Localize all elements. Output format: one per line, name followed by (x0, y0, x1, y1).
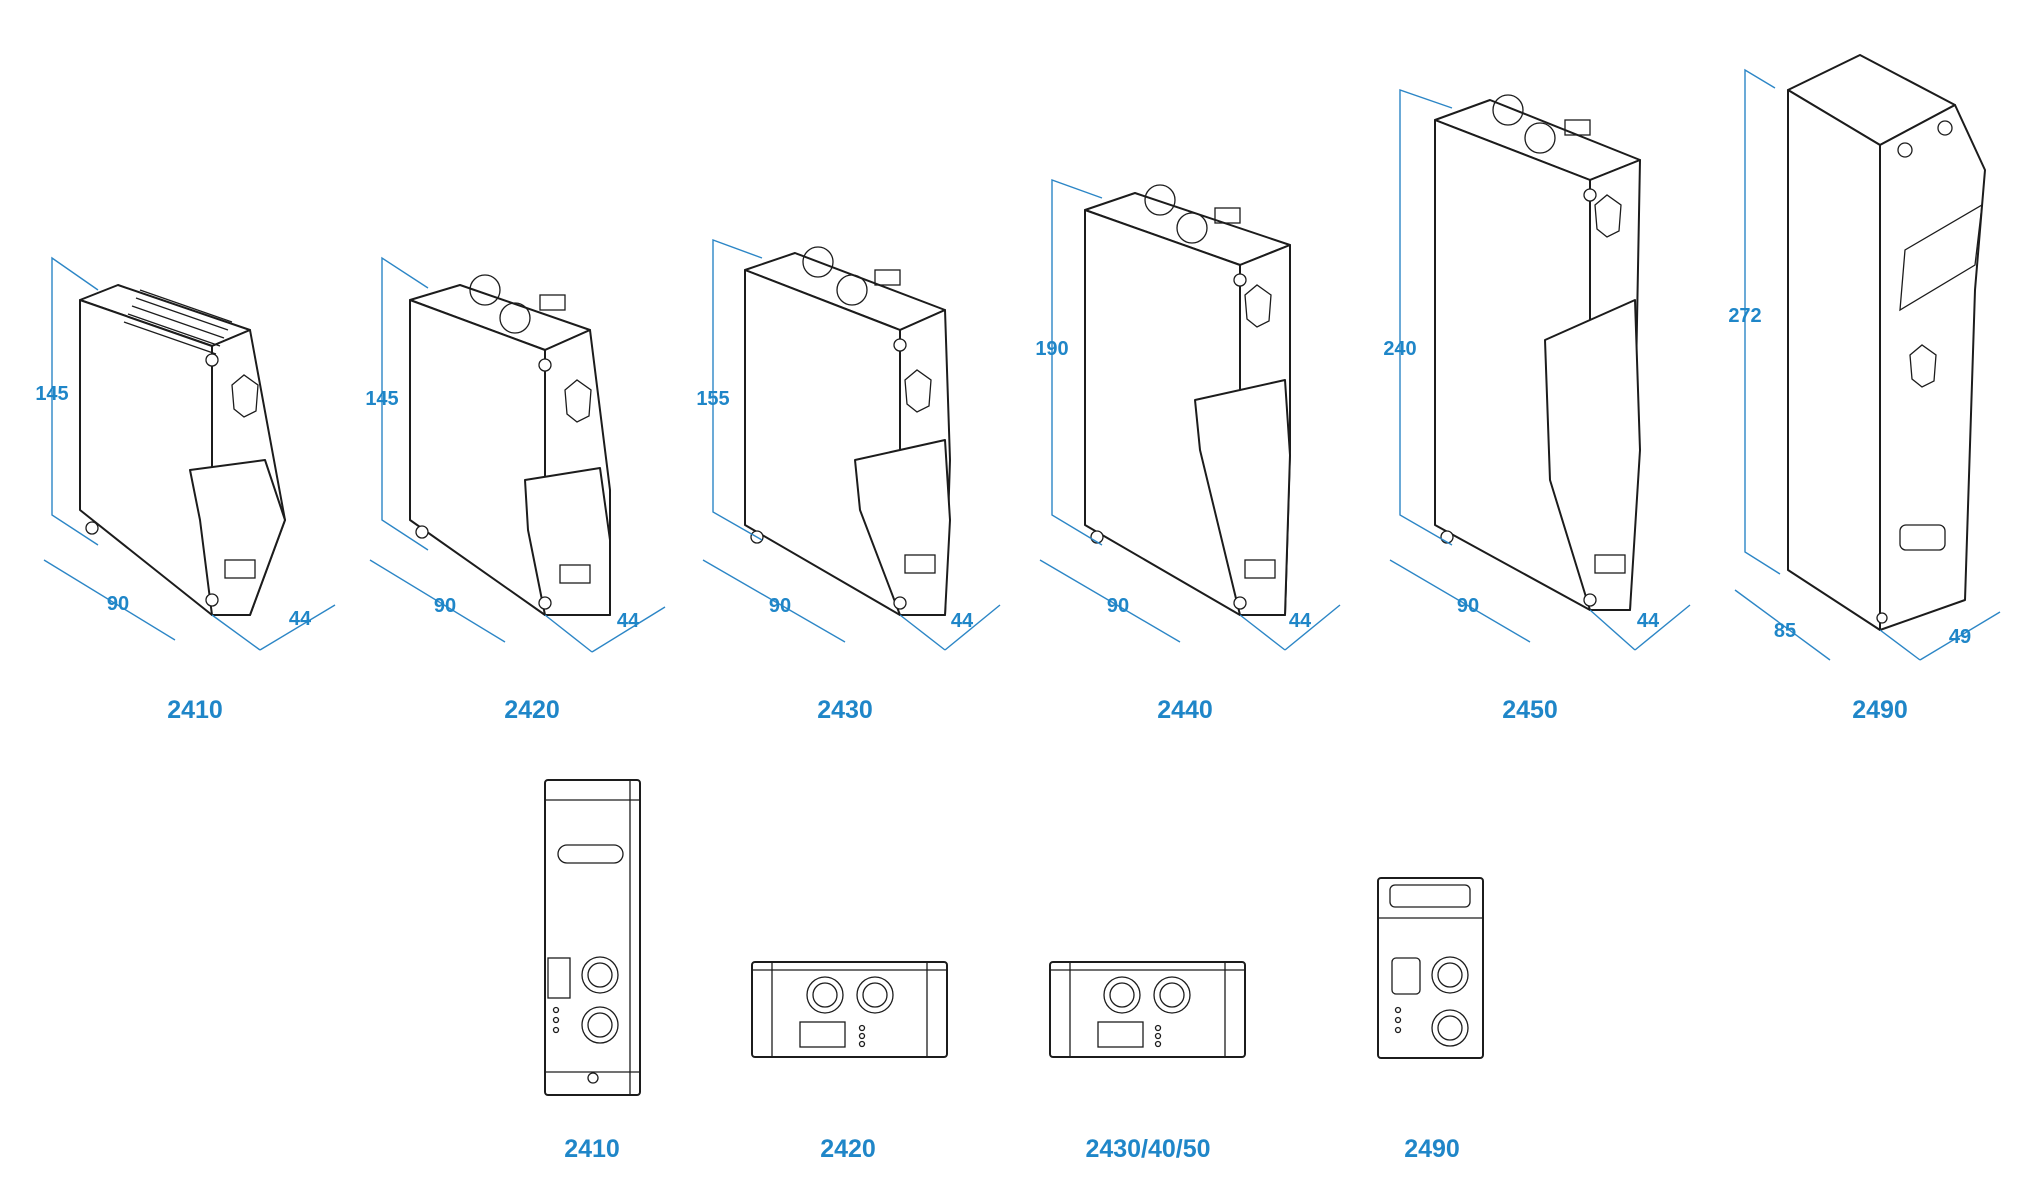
depth-dimension-2430: 44 (951, 610, 974, 632)
led-icon (552, 1006, 560, 1034)
depth-dimension-2440: 44 (1289, 610, 1312, 632)
connector-icon (1492, 94, 1591, 154)
model-label-2490: 2490 (1852, 696, 1908, 724)
top-view-2420: 2420 (751, 961, 948, 1163)
depth-dimension-2420: 44 (617, 610, 640, 632)
height-dimension-2490: 272 (1728, 305, 1761, 327)
height-dimension-2450: 240 (1383, 338, 1416, 360)
top-view-2430-40-50: 2430/40/50 (1049, 961, 1246, 1163)
connector-icon (802, 246, 901, 306)
top-view-label-2420: 2420 (820, 1135, 876, 1163)
width-dimension-2410: 90 (107, 593, 129, 615)
width-dimension-2430: 90 (769, 595, 791, 617)
product-2450: 240 90 44 2450 (1383, 89, 1691, 724)
product-2440: 190 90 44 2440 (1035, 179, 1341, 724)
led-icon (858, 1024, 866, 1048)
height-dimension-2420: 145 (365, 388, 398, 410)
product-2490: 272 85 49 2490 (1728, 54, 2001, 724)
product-2420: 145 90 44 2420 (365, 256, 666, 724)
top-view-2490: 2490 (1377, 877, 1484, 1163)
connector-icon (1144, 184, 1241, 244)
logo-icon (231, 374, 259, 418)
width-dimension-2450: 90 (1457, 595, 1479, 617)
top-view-label-2430-40-50: 2430/40/50 (1085, 1135, 1210, 1163)
connector-icon (469, 274, 566, 334)
logo-icon (564, 379, 592, 423)
model-label-2410: 2410 (167, 696, 223, 724)
led-icon (1394, 1006, 1402, 1034)
height-dimension-2440: 190 (1035, 338, 1068, 360)
logo-icon (1909, 344, 1937, 388)
model-label-2420: 2420 (504, 696, 560, 724)
model-label-2430: 2430 (817, 696, 873, 724)
model-label-2440: 2440 (1157, 696, 1213, 724)
connector-icon (1103, 976, 1191, 1014)
logo-icon (904, 369, 932, 413)
logo-icon (1244, 284, 1272, 328)
connector-icon (1431, 956, 1469, 1047)
logo-icon (1594, 194, 1622, 238)
model-label-2450: 2450 (1502, 696, 1558, 724)
depth-dimension-2410: 44 (289, 608, 312, 630)
top-view-label-2490: 2490 (1404, 1135, 1460, 1163)
depth-dimension-2450: 44 (1637, 610, 1660, 632)
led-icon (1154, 1024, 1162, 1048)
width-dimension-2420: 90 (434, 595, 456, 617)
top-view-label-2410: 2410 (564, 1135, 620, 1163)
product-2410: 145 90 44 2410 (35, 256, 336, 724)
width-dimension-2440: 90 (1107, 595, 1129, 617)
top-view-2410: 2410 (544, 779, 641, 1163)
product-2430: 155 90 44 2430 (696, 238, 1001, 724)
connector-icon (806, 976, 894, 1014)
width-dimension-2490: 85 (1774, 620, 1796, 642)
depth-dimension-2490: 49 (1949, 626, 1971, 648)
height-dimension-2410: 145 (35, 383, 68, 405)
height-dimension-2430: 155 (696, 388, 729, 410)
connector-icon (581, 956, 619, 1044)
